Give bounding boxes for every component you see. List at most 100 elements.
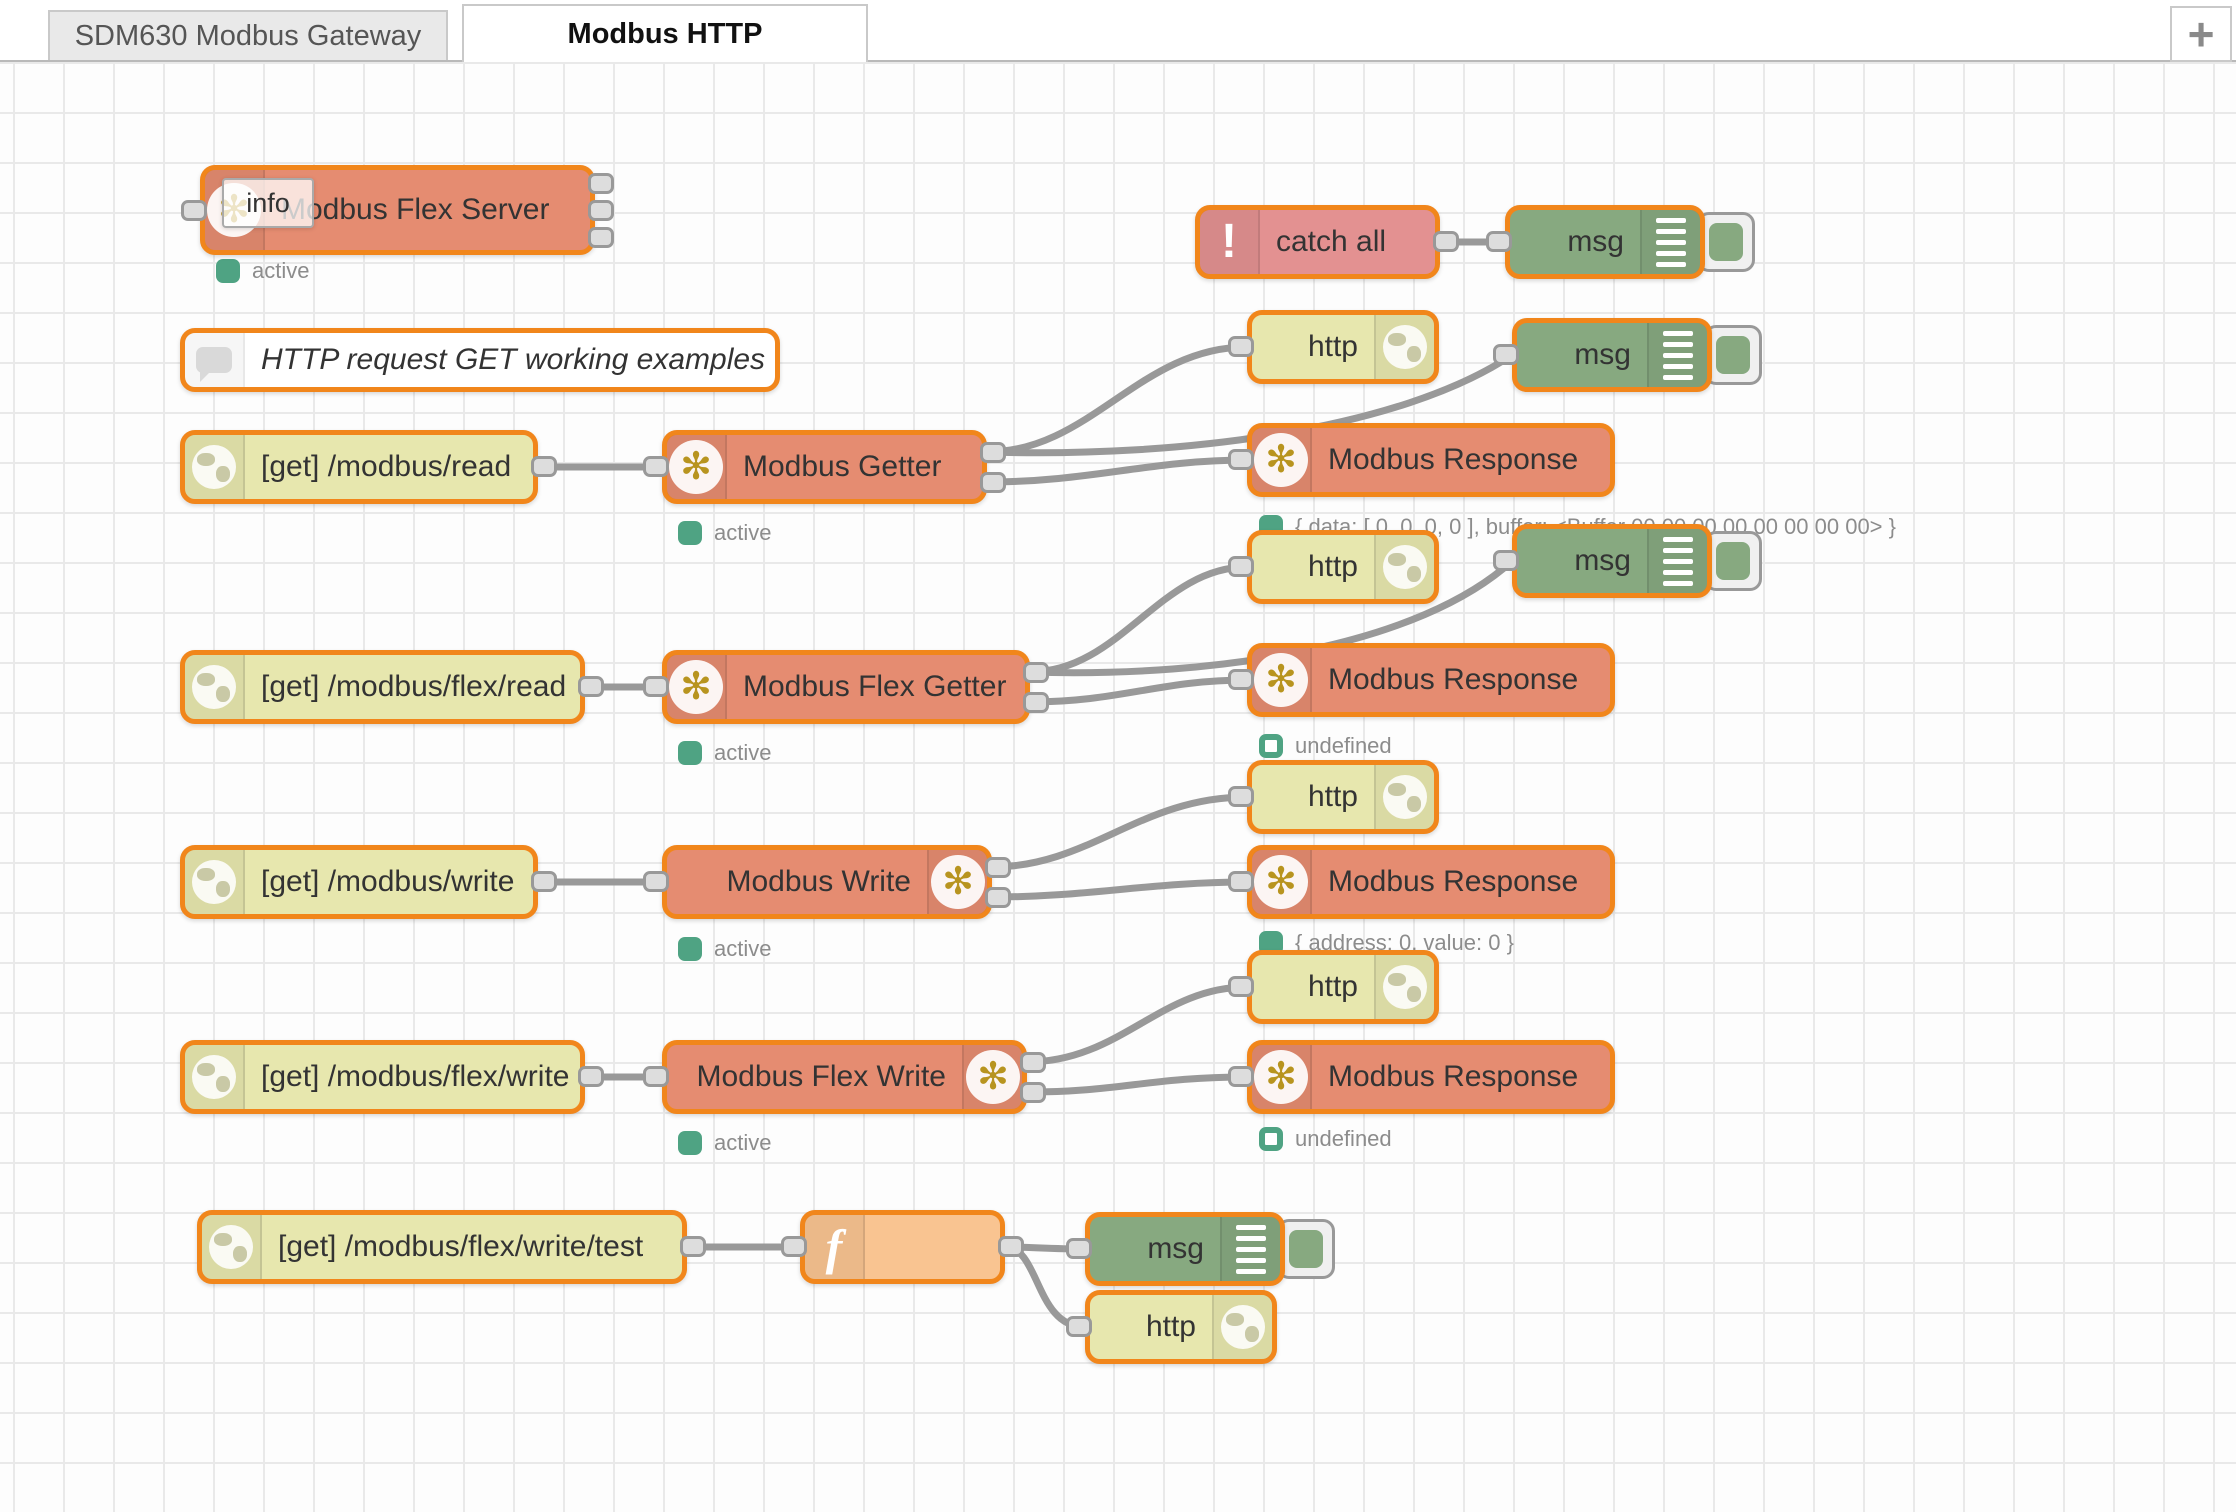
- wire[interactable]: [988, 793, 1251, 871]
- input-port[interactable]: [1493, 344, 1519, 365]
- node-label: Modbus Write: [726, 865, 911, 898]
- node-label: msg: [1574, 338, 1631, 371]
- input-port[interactable]: [1228, 669, 1254, 690]
- node-status: active: [678, 740, 771, 766]
- output-port[interactable]: [985, 887, 1011, 908]
- status-dot-icon: [678, 1131, 702, 1155]
- wire[interactable]: [988, 878, 1251, 901]
- tab-sdm630-modbus-gateway[interactable]: SDM630 Modbus Gateway: [48, 10, 448, 60]
- node-status: active: [216, 258, 309, 284]
- debug-toggle-button[interactable]: [1697, 212, 1755, 272]
- node-modbus-response[interactable]: ✻ Modbus Response: [1228, 423, 1615, 497]
- output-port[interactable]: [531, 456, 557, 477]
- node-http-in-write[interactable]: [get] /modbus/write: [180, 845, 557, 919]
- output-port[interactable]: [578, 1066, 604, 1087]
- node-http-response[interactable]: http: [1228, 310, 1439, 384]
- node-status: active: [678, 936, 771, 962]
- debug-toggle-button[interactable]: [1704, 531, 1762, 591]
- output-port[interactable]: [1020, 1082, 1046, 1103]
- node-modbus-write[interactable]: ✻ Modbus Write: [643, 845, 1011, 919]
- node-http-response[interactable]: http: [1066, 1290, 1277, 1364]
- input-port[interactable]: [1228, 871, 1254, 892]
- wire[interactable]: [1001, 1243, 1089, 1331]
- node-label: Modbus Flex Write: [696, 1060, 946, 1093]
- wire[interactable]: [1026, 563, 1251, 676]
- node-modbus-response[interactable]: ✻ Modbus Response: [1228, 1040, 1615, 1114]
- input-port[interactable]: [1228, 336, 1254, 357]
- node-http-in-flex-write[interactable]: [get] /modbus/flex/write: [180, 1040, 604, 1114]
- node-modbus-response[interactable]: ✻ Modbus Response: [1228, 643, 1615, 717]
- node-debug-msg[interactable]: msg: [1066, 1212, 1285, 1286]
- comment-bubble-icon: [185, 333, 245, 387]
- input-port[interactable]: [643, 871, 669, 892]
- debug-toggle-button[interactable]: [1704, 325, 1762, 385]
- node-label: http: [1307, 330, 1358, 363]
- node-label: [get] /modbus/flex/write: [261, 1060, 570, 1093]
- output-port[interactable]: [588, 173, 614, 194]
- node-http-in-flex-write-test[interactable]: [get] /modbus/flex/write/test: [197, 1210, 706, 1284]
- flow-tab-bar: SDM630 Modbus Gateway Modbus HTTP +: [0, 0, 2236, 62]
- node-function[interactable]: f: [781, 1210, 1024, 1284]
- debug-output-icon: [1640, 210, 1700, 274]
- output-port[interactable]: [1023, 662, 1049, 683]
- node-modbus-response[interactable]: ✻ Modbus Response: [1228, 845, 1615, 919]
- output-port[interactable]: [588, 227, 614, 248]
- input-port[interactable]: [1228, 556, 1254, 577]
- input-port[interactable]: [1228, 449, 1254, 470]
- output-port[interactable]: [1023, 692, 1049, 713]
- output-port[interactable]: [680, 1236, 706, 1257]
- node-http-response[interactable]: http: [1228, 530, 1439, 604]
- input-port[interactable]: [1228, 1066, 1254, 1087]
- output-port[interactable]: [980, 442, 1006, 463]
- input-port[interactable]: [781, 1236, 807, 1257]
- input-port[interactable]: [1486, 231, 1512, 252]
- output-port[interactable]: [578, 676, 604, 697]
- globe-icon: [1212, 1295, 1272, 1359]
- input-port[interactable]: [1066, 1316, 1092, 1337]
- node-debug-msg[interactable]: msg: [1493, 318, 1712, 392]
- input-port[interactable]: [181, 200, 207, 221]
- output-port[interactable]: [588, 200, 614, 221]
- input-port[interactable]: [1228, 786, 1254, 807]
- status-dot-icon: [216, 259, 240, 283]
- wire[interactable]: [1023, 983, 1251, 1066]
- node-modbus-getter[interactable]: ✻ Modbus Getter: [643, 430, 1006, 504]
- node-http-response[interactable]: http: [1228, 950, 1439, 1024]
- node-label: http: [1307, 550, 1358, 583]
- input-port[interactable]: [643, 676, 669, 697]
- node-http-response[interactable]: http: [1228, 760, 1439, 834]
- output-port[interactable]: [985, 857, 1011, 878]
- node-http-in-flex-read[interactable]: [get] /modbus/flex/read: [180, 650, 604, 724]
- wire[interactable]: [1026, 676, 1251, 706]
- node-catch-all[interactable]: ! catch all: [1195, 205, 1459, 279]
- output-port[interactable]: [1020, 1052, 1046, 1073]
- wire[interactable]: [983, 343, 1251, 456]
- output-port[interactable]: [998, 1236, 1024, 1257]
- node-modbus-flex-getter[interactable]: ✻ Modbus Flex Getter: [643, 650, 1049, 724]
- node-http-in-read[interactable]: [get] /modbus/read: [180, 430, 557, 504]
- input-port[interactable]: [643, 1066, 669, 1087]
- output-port[interactable]: [1433, 231, 1459, 252]
- output-port[interactable]: [531, 871, 557, 892]
- node-comment[interactable]: HTTP request GET working examples: [180, 328, 780, 392]
- tab-label: Modbus HTTP: [567, 17, 763, 50]
- globe-icon: [1374, 955, 1434, 1019]
- node-label: Modbus Flex Getter: [743, 670, 1007, 703]
- debug-toggle-button[interactable]: [1277, 1219, 1335, 1279]
- input-port[interactable]: [1066, 1238, 1092, 1259]
- input-port[interactable]: [1493, 550, 1519, 571]
- output-port[interactable]: [980, 472, 1006, 493]
- node-debug-msg[interactable]: msg: [1486, 205, 1705, 279]
- tab-label: SDM630 Modbus Gateway: [74, 19, 422, 52]
- globe-icon: [1374, 765, 1434, 829]
- input-port[interactable]: [1228, 976, 1254, 997]
- node-debug-msg[interactable]: msg: [1493, 524, 1712, 598]
- node-modbus-flex-write[interactable]: ✻ Modbus Flex Write: [643, 1040, 1046, 1114]
- wire[interactable]: [983, 456, 1251, 486]
- input-port[interactable]: [643, 456, 669, 477]
- wire[interactable]: [1023, 1073, 1251, 1096]
- add-flow-button[interactable]: +: [2170, 6, 2232, 62]
- tab-modbus-http[interactable]: Modbus HTTP: [462, 4, 868, 62]
- modbus-icon: ✻: [1252, 648, 1312, 712]
